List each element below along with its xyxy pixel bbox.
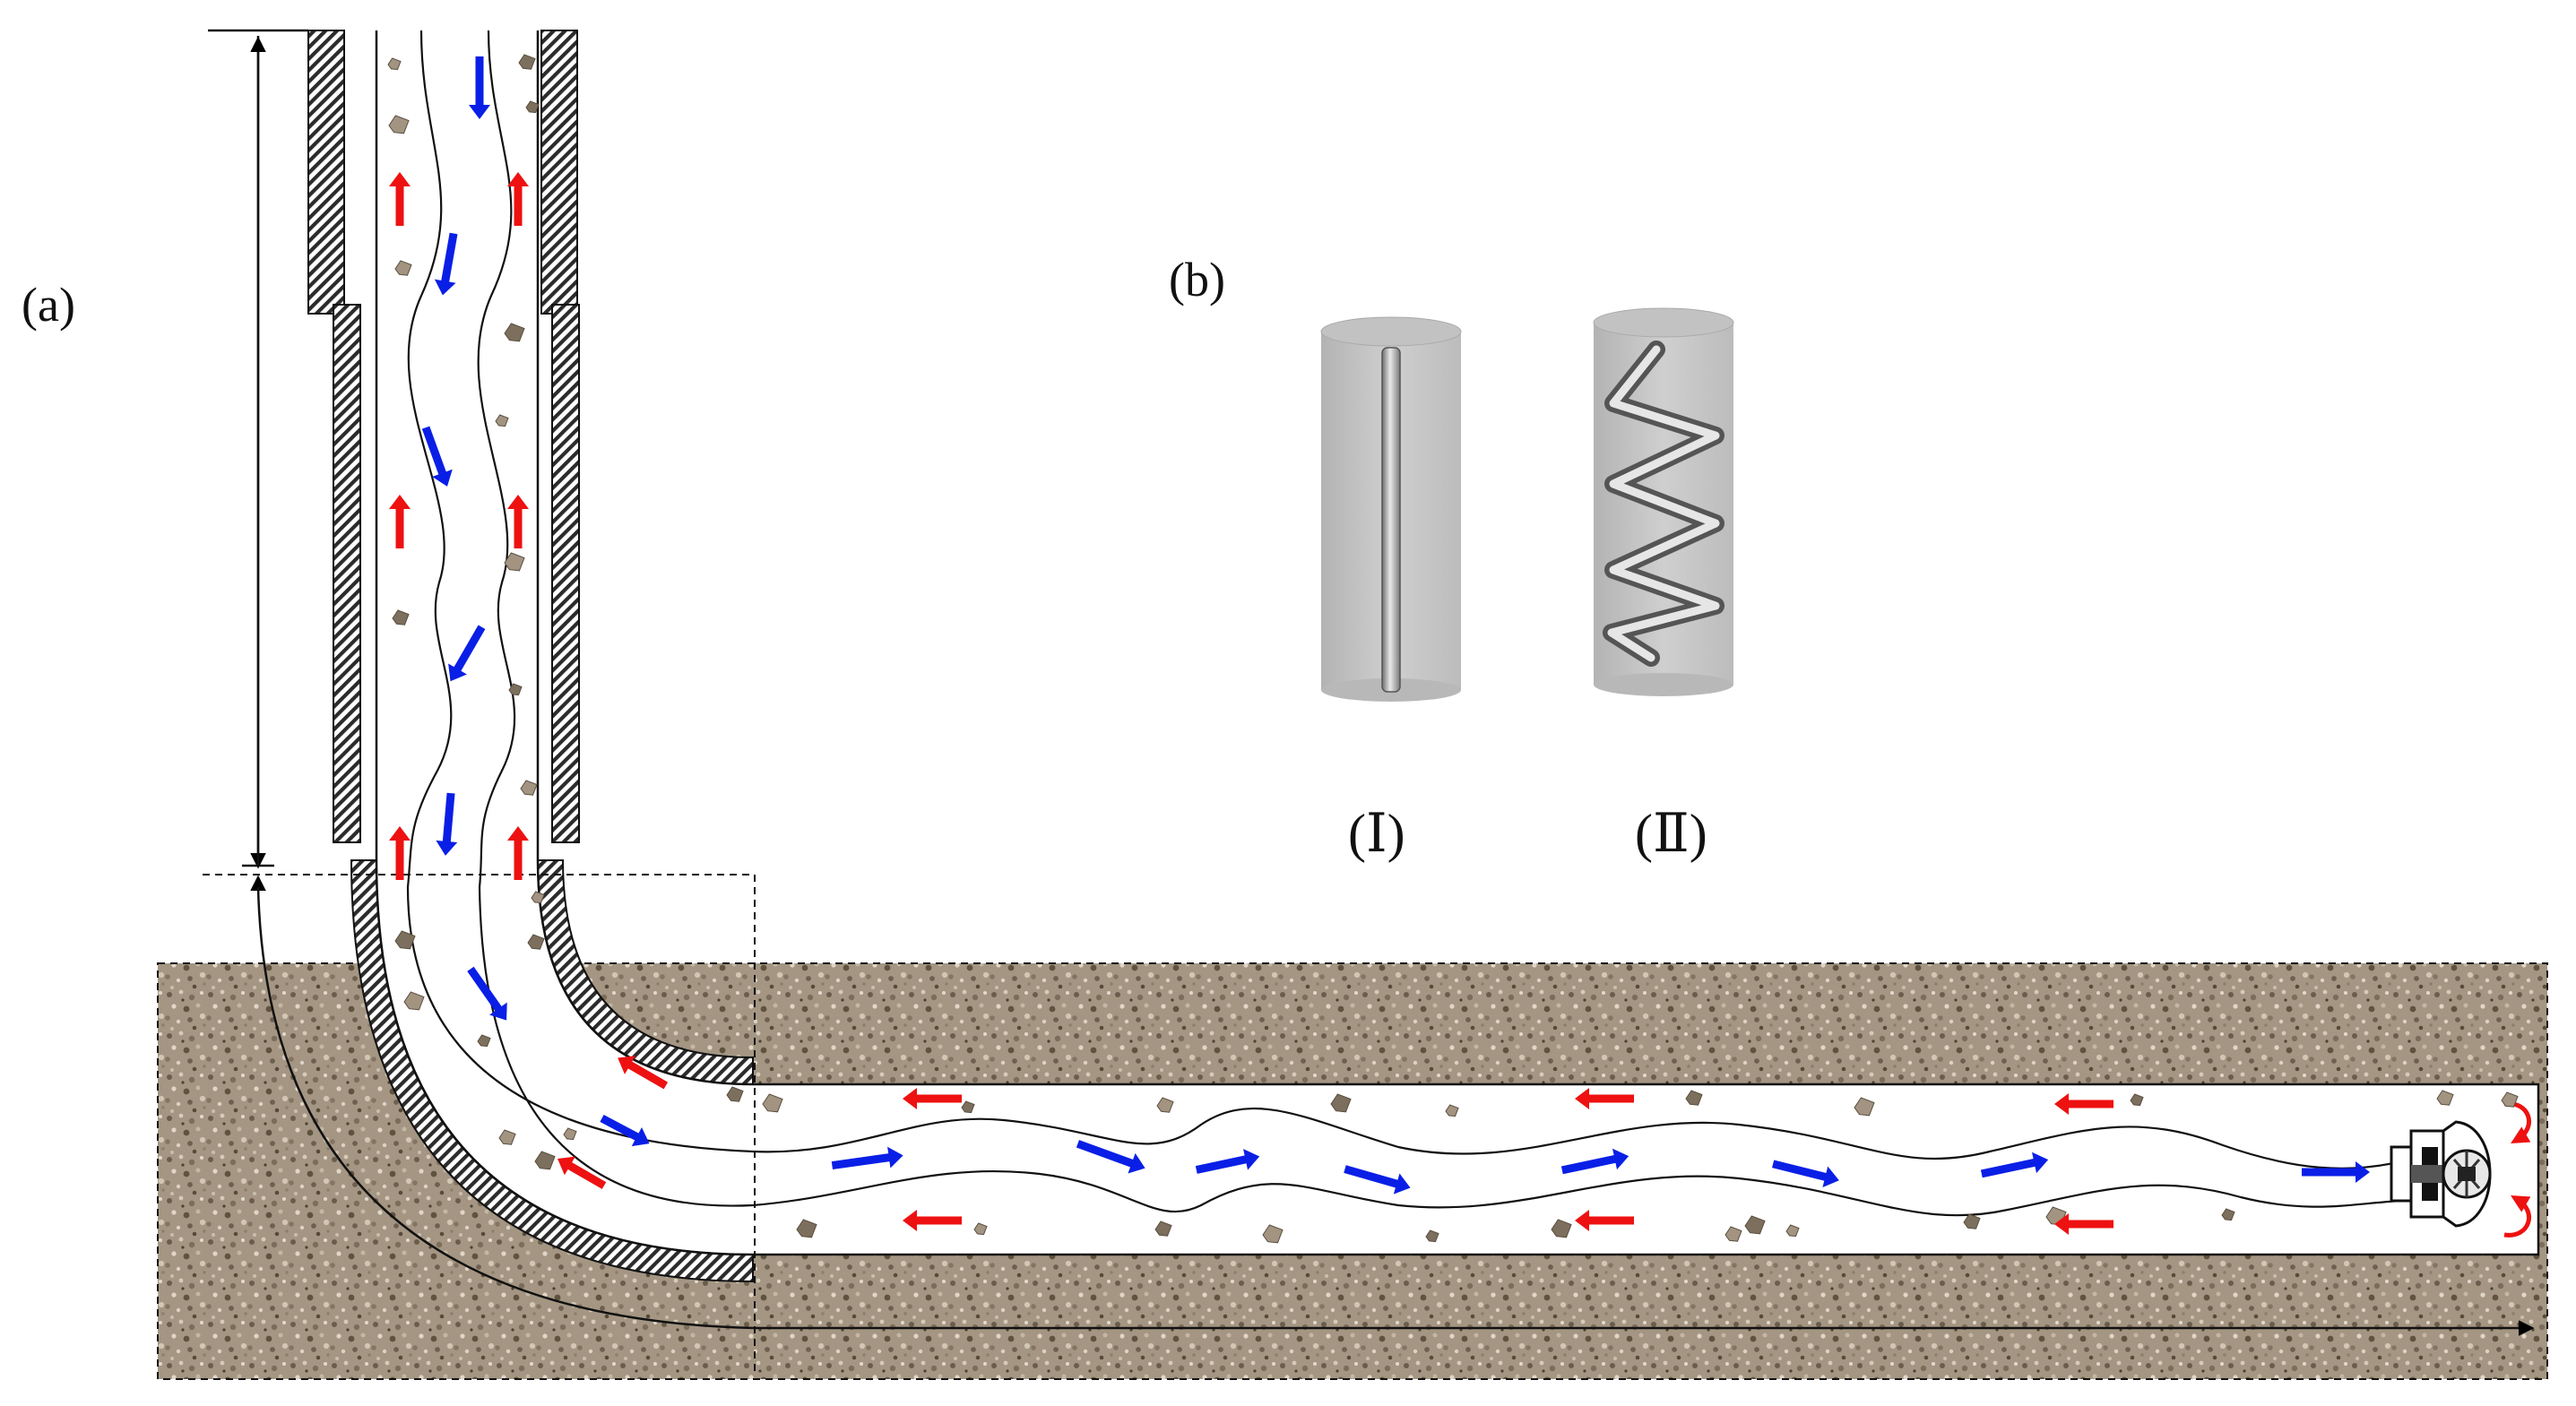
flow-arrow-icon (2054, 1213, 2114, 1235)
flow-return-arrows (389, 172, 2114, 1235)
cutting-particle-icon (1685, 1090, 1703, 1106)
cutting-particle-icon (1725, 1226, 1742, 1242)
flow-arrow-icon (1575, 1088, 1634, 1109)
drill-string (406, 30, 2403, 1217)
cutting-particle-icon (1330, 1093, 1352, 1113)
wellbore-wall (375, 30, 2540, 1256)
cutting-particle-icon (1854, 1097, 1875, 1117)
cutting-particle-icon (1262, 1224, 1284, 1244)
cutting-particle-icon (477, 1034, 491, 1048)
cutting-particle-icon (534, 1151, 556, 1170)
flow-arrow-icon (421, 426, 453, 487)
cutting-particle-icon (394, 930, 416, 950)
flow-arrow-icon (2054, 1093, 2114, 1115)
cutting-particle-icon (1445, 1104, 1459, 1117)
cutting-particle-icon (1785, 1224, 1800, 1238)
dimension-lines (208, 29, 2535, 1336)
drill-bit-icon (2390, 1120, 2492, 1228)
flow-arrow-icon (1772, 1160, 1839, 1187)
flow-arrow-icon (389, 826, 411, 880)
cutting-particle-icon (388, 115, 410, 134)
flow-arrow-icon (469, 56, 490, 119)
cutting-particle-icon (403, 991, 425, 1011)
cutting-particle-icon (495, 414, 509, 427)
flow-arrow-icon (434, 232, 458, 296)
cuttings (387, 54, 2519, 1244)
cutting-particle-icon (1156, 1097, 1174, 1113)
cutting-particle-icon (520, 780, 538, 796)
flow-arrow-icon (436, 792, 458, 856)
reference-lines (203, 874, 756, 1371)
cutting-particle-icon (518, 54, 536, 70)
cutting-particle-icon (1154, 1221, 1172, 1237)
flow-arrow-icon (389, 172, 411, 226)
cutting-particle-icon (961, 1100, 975, 1114)
cutting-particle-icon (2501, 1091, 2519, 1108)
flow-arrow-icon (1980, 1152, 2049, 1178)
borehole (376, 30, 2538, 1255)
cutting-particle-icon (531, 891, 545, 904)
flow-arrow-icon (1575, 1210, 1634, 1231)
flow-arrow-icon (507, 826, 529, 880)
cutting-particle-icon (508, 683, 523, 696)
cutting-particle-icon (525, 100, 540, 114)
flow-arrow-icon (618, 1056, 669, 1090)
flow-arrow-icon (1076, 1140, 1145, 1174)
cutting-particle-icon (1744, 1215, 1766, 1235)
cutting-particle-icon (504, 552, 525, 572)
flow-arrow-icon (1560, 1148, 1629, 1175)
flow-arrow-icon (903, 1210, 962, 1231)
flow-arrow-icon (389, 495, 411, 548)
panel-label-b: (b) (1169, 253, 1225, 306)
cutting-particle-icon (392, 609, 410, 625)
cutting-particle-icon (2221, 1208, 2235, 1221)
cylinder-straight-groove (1320, 316, 1462, 702)
flow-arrow-icon (903, 1088, 962, 1109)
flow-arrow-icon (1195, 1149, 1260, 1174)
cutting-particle-icon (1425, 1229, 1439, 1243)
flow-arrow-icon (831, 1146, 903, 1170)
flow-down-arrows (421, 56, 2370, 1195)
sample-label-two: (Ⅱ) (1635, 804, 1707, 863)
cutting-particle-icon (2436, 1090, 2454, 1106)
flow-arrow-icon (558, 1156, 607, 1189)
cutting-particle-icon (726, 1086, 744, 1102)
cutting-particle-icon (563, 1127, 577, 1141)
flow-arrow-icon (507, 495, 529, 548)
cylinder-helical-groove (1593, 307, 1734, 696)
cutting-particle-icon (394, 260, 412, 276)
sample-label-one: (Ⅰ) (1348, 804, 1405, 863)
cutting-particle-icon (2130, 1093, 2144, 1107)
flow-arrow-icon (467, 966, 507, 1021)
flow-arrow-icon (2302, 1161, 2370, 1183)
cutting-particle-icon (527, 934, 545, 950)
cutting-particle-icon (498, 1129, 516, 1145)
flow-arrow-icon (507, 172, 529, 226)
panel-label-a: (a) (22, 278, 75, 332)
cutting-particle-icon (387, 57, 402, 71)
flow-arrow-icon (448, 625, 486, 682)
flow-arrow-icon (1344, 1165, 1411, 1195)
cutting-particle-icon (1963, 1213, 1981, 1229)
cutting-particle-icon (762, 1093, 783, 1113)
cutting-particle-icon (796, 1219, 817, 1238)
cutting-particle-icon (1551, 1219, 1572, 1238)
cutting-particle-icon (504, 323, 525, 342)
cutting-particle-icon (973, 1222, 988, 1236)
casing (307, 30, 580, 843)
flow-arrow-icon (600, 1114, 650, 1147)
